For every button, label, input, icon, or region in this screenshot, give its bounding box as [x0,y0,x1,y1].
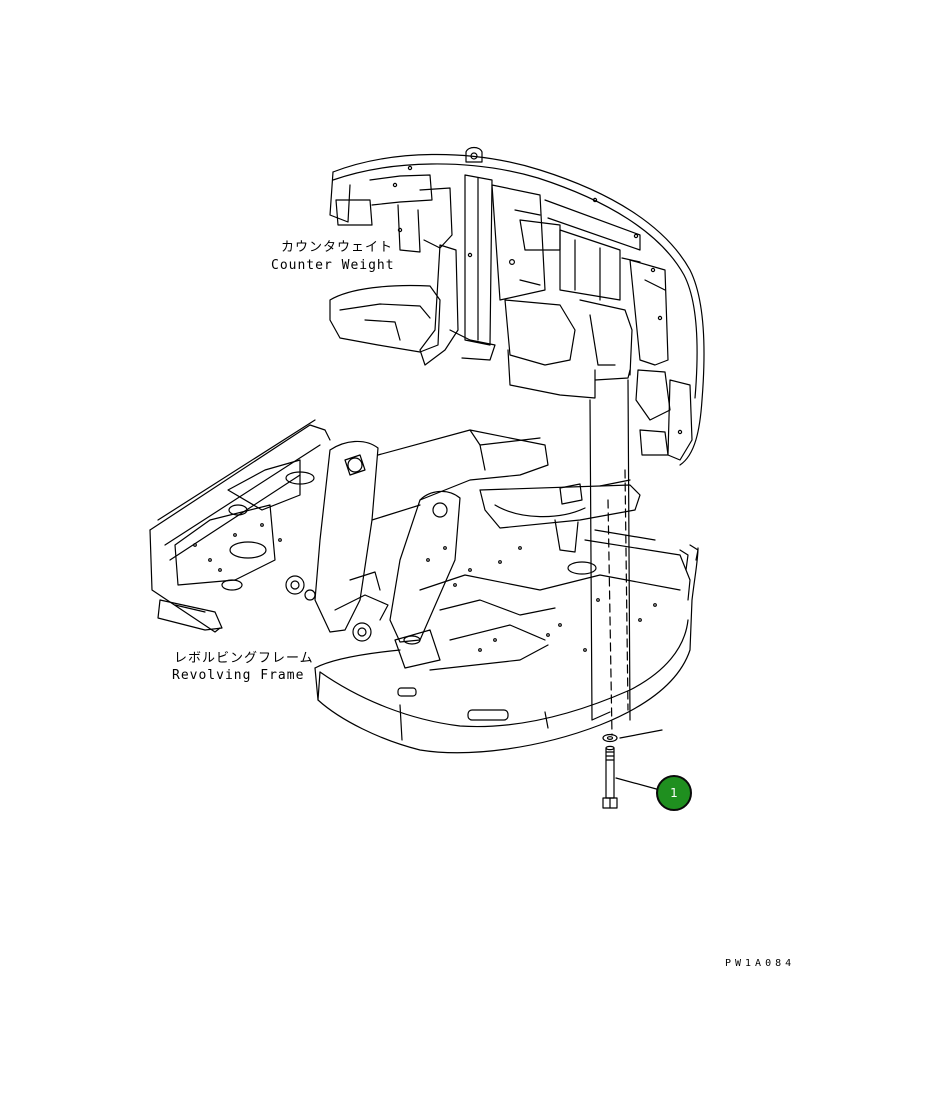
assembly-leader-lines [589,379,663,739]
revolving-frame-drawing [149,419,699,754]
bolt-part [602,733,661,809]
counter-weight-label-jp: カウンタウェイト [281,240,394,255]
counter-weight-drawing [329,146,705,466]
revolving-frame-label-en: Revolving Frame [172,668,305,683]
counter-weight-label-en: Counter Weight [271,258,395,273]
revolving-frame-label-jp: レボルビングフレーム [174,651,314,666]
part-callout-1[interactable]: 1 [656,775,692,811]
drawing-id: PW1A084 [725,958,796,969]
